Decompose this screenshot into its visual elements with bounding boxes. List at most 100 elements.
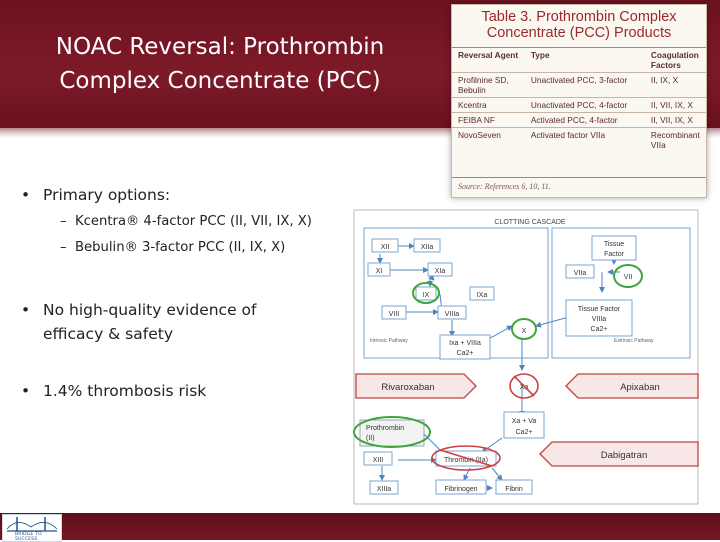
table-cell: II, VII, IX, X (650, 100, 693, 110)
node-ixa-viiia-cofactor: Ca2+ (457, 350, 474, 357)
table-cell: Unactivated PCC, 4-factor (530, 100, 628, 110)
apixaban-arrow (565, 373, 699, 399)
bullet-primary-options: • Primary options: (21, 183, 171, 207)
table-cell: Activated factor VIIa (530, 130, 606, 140)
node-prothrombin-line-1: Prothrombin (366, 425, 404, 432)
bullet-dot: • (21, 186, 31, 204)
clotting-cascade-diagram: CLOTTING CASCADE Intrinsic Pathway Extri… (352, 208, 720, 510)
bridge-icon (6, 517, 58, 532)
rivaroxaban-label: Rivaroxaban (381, 382, 434, 393)
node-fibrinogen: Fibrinogen (444, 486, 477, 493)
node-xi: XI (376, 268, 383, 275)
dabigatran-label: Dabigatran (601, 450, 647, 461)
table-row: Kcentra Unactivated PCC, 4-factor II, VI… (452, 97, 706, 112)
table-cell: Profilnine SD, Bebulin (458, 75, 509, 95)
intrinsic-pathway-label: Intrinsic Pathway (370, 338, 408, 344)
table-title-line-2: Concentrate (PCC) Products (486, 25, 672, 41)
slide-title: NOAC Reversal: Prothrombin Complex Conce… (14, 30, 426, 98)
drug-labels: Rivaroxaban Apixaban Dabigatran (355, 373, 699, 467)
table-cell: II, VII, IX, X (650, 115, 693, 125)
apixaban-label: Apixaban (620, 382, 660, 393)
table-row: NovoSeven Activated factor VIIa Recombin… (452, 127, 706, 152)
footer-bar (0, 513, 720, 540)
node-tissue-factor-line-1: Tissue (604, 241, 624, 248)
node-xa: Xa (520, 384, 529, 391)
node-tissue-factor-complex-line-3: Ca2+ (591, 326, 608, 333)
table-cell: Kcentra (458, 100, 487, 110)
bullet-thrombosis-risk: • 1.4% thrombosis risk (21, 379, 207, 403)
extrinsic-pathway-label: Extrinsic Pathway (614, 338, 654, 344)
node-xiia: XIIa (421, 244, 434, 251)
sub-bullet-bebulin: – Bebulin® 3-factor PCC (II, IX, X) (60, 238, 286, 258)
node-tissue-factor-complex-line-2: VIIIa (592, 316, 607, 323)
cascade-nodes: XII XIIa XI XIa IX IXa VIII VIIIa Ixa + … (359, 235, 637, 495)
table-cell: Unactivated PCC, 3-factor (530, 75, 628, 85)
node-x: X (522, 328, 527, 335)
node-vii: VII (624, 274, 633, 281)
highlight-vii (613, 264, 643, 288)
table-source: Source: References 6, 10, 11. (458, 182, 551, 191)
node-tissue-factor-line-2: Factor (604, 251, 625, 258)
diagram-title: CLOTTING CASCADE (494, 219, 566, 226)
node-xa-va-line-1: Xa + Va (512, 418, 537, 425)
bullet-text-line-1: No high-quality evidence of (43, 301, 257, 319)
highlight-ix (412, 282, 440, 304)
table-cell: II, IX, X (650, 75, 679, 85)
node-viiia: VIIIa (445, 311, 460, 318)
inhibition-marks (431, 373, 539, 471)
table-title: Table 3. Prothrombin Complex Concentrate… (460, 9, 698, 41)
node-prothrombin-line-2: (II) (366, 435, 375, 442)
node-xii: XII (381, 244, 390, 251)
pcc-factor-highlights (353, 264, 643, 448)
sub-bullet-text: Kcentra® 4-factor PCC (II, VII, IX, X) (75, 214, 312, 229)
sub-bullet-dash: – (60, 240, 67, 255)
table-cell: FEIBA NF (458, 115, 495, 125)
dabigatran-arrow (539, 441, 699, 467)
bullet-text-line-2: efficacy & safety (43, 325, 173, 343)
extrinsic-pathway-frame (551, 227, 691, 359)
inhibit-thrombin (431, 445, 501, 471)
sub-bullet-text: Bebulin® 3-factor PCC (II, IX, X) (75, 240, 286, 255)
node-tissue-factor-complex-line-1: Tissue Factor (578, 306, 621, 313)
bullet-dot: • (21, 301, 31, 319)
node-xiiia: XIIIa (377, 486, 392, 493)
slide-title-line-1: NOAC Reversal: Prothrombin (55, 34, 385, 60)
highlight-prothrombin (353, 416, 431, 448)
node-ixa: IXa (477, 292, 488, 299)
table-bottom-rule (452, 177, 706, 178)
sub-bullet-dash: – (60, 214, 67, 229)
node-viia: VIIa (574, 270, 587, 277)
table-header-row: Reversal Agent Type Coagulation Factors (452, 47, 706, 72)
table-row: Profilnine SD, Bebulin Unactivated PCC, … (452, 72, 706, 97)
table-header-cell: Reversal Agent (458, 50, 519, 60)
node-ixa-viiia: Ixa + VIIIa (449, 340, 481, 347)
bullet-dot: • (21, 382, 31, 400)
node-xiii: XIII (373, 457, 384, 464)
table-header-cell: Coagulation Factors (650, 50, 699, 70)
node-fibrin: Fibrin (505, 486, 523, 493)
table-header-cell: Type (530, 50, 550, 60)
header-divider (0, 128, 720, 138)
table-cell: NovoSeven (458, 130, 501, 140)
logo-text: BRIDGE TO SUCCESS (15, 532, 42, 542)
table-cell: Recombinant VIIa (650, 130, 700, 150)
rivaroxaban-arrow (355, 373, 477, 399)
node-xa-va-line-2: Ca2+ (516, 429, 533, 436)
table-body: Reversal Agent Type Coagulation Factors … (452, 47, 706, 152)
bullet-evidence: • No high-quality evidence of efficacy &… (21, 298, 257, 346)
highlight-x (511, 318, 537, 340)
node-viii: VIII (389, 311, 400, 318)
table-row: FEIBA NF Activated PCC, 4-factor II, VII… (452, 112, 706, 127)
table-cell: Activated PCC, 4-factor (530, 115, 618, 125)
node-thrombin: Thrombin (IIa) (444, 457, 488, 464)
node-ix: IX (423, 292, 430, 299)
bullet-text: 1.4% thrombosis risk (43, 382, 207, 400)
bullet-text: Primary options: (43, 186, 171, 204)
sub-bullet-kcentra: – Kcentra® 4-factor PCC (II, VII, IX, X) (60, 212, 312, 232)
inhibit-xa (509, 373, 539, 399)
bridge-logo: BRIDGE TO SUCCESS (2, 514, 62, 542)
table-title-line-1: Table 3. Prothrombin Complex (481, 9, 677, 25)
slide-title-line-2: Complex Concentrate (PCC) (59, 68, 381, 94)
pcc-products-table: Table 3. Prothrombin Complex Concentrate… (451, 4, 707, 198)
node-xia: XIa (435, 268, 446, 275)
